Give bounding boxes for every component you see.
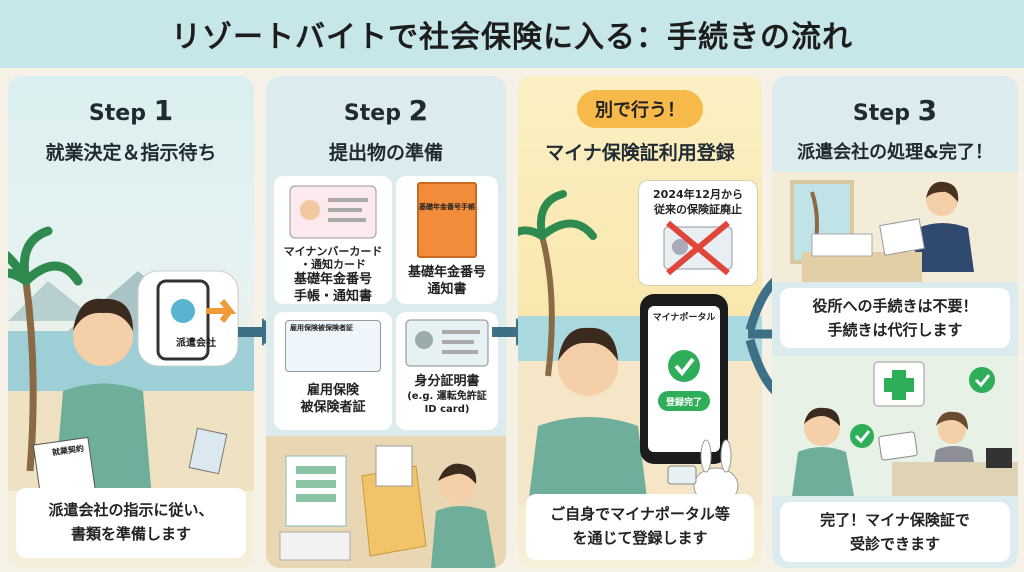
register-complete-button — [658, 391, 710, 411]
mynacard-registration-panel: 別で行う！ マイナ保険証利用登録 2024年12月から 従来の保険証廃止 マイナ… — [518, 76, 762, 568]
palm-trunk — [539, 235, 555, 377]
step1-heading: Step 1 — [8, 94, 254, 127]
step1-panel: Step 1 就業決定＆指示待ち 派遣会社 就業契約 派遣会社の — [8, 76, 254, 568]
clinic-illustration — [772, 356, 1018, 496]
register-complete-label: 登録完了 — [665, 398, 702, 408]
person-body — [528, 417, 648, 506]
item-label: 手帳・通知書 — [293, 289, 372, 304]
insurance-card-icon: 雇用保険被保険者証 — [285, 320, 381, 372]
medical-cross-icon — [884, 370, 914, 400]
step2-subtitle: 提出物の準備 — [328, 142, 443, 164]
item-label: ・通知カード — [300, 258, 366, 271]
step3-subtitle: 派遣会社の処理&完了！ — [797, 142, 993, 163]
step2-panel: Step 2 提出物の準備 マイナンバーカード ・通知カード 基礎年金番号 手帳… — [266, 76, 506, 568]
item-label: ID card) — [424, 404, 470, 415]
old-insurance-card-icon — [663, 220, 733, 276]
card-icon — [667, 465, 697, 485]
separate-task-badge: 別で行う！ — [577, 90, 703, 128]
user-icon — [171, 299, 195, 323]
patient-head — [804, 410, 840, 446]
arrow-icon — [206, 299, 237, 323]
item-label: 基礎年金番号 — [293, 272, 372, 287]
monitor-icon — [986, 448, 1012, 468]
mynumber-card-item: マイナンバーカード ・通知カード 基礎年金番号 手帳・通知書 — [274, 176, 392, 304]
step3-heading: Step 3 — [772, 94, 1018, 127]
registration-subtitle: マイナ保険証利用登録 — [545, 142, 735, 164]
cross-icon — [666, 220, 730, 276]
item-label: 被保険者証 — [300, 400, 366, 415]
item-label: 雇用保険 — [306, 383, 359, 398]
staff-body — [912, 223, 974, 272]
item-label: 基礎年金番号 — [407, 265, 486, 280]
receptionist-head — [938, 416, 966, 444]
step-word: Step — [343, 101, 401, 126]
step1-subtitle: 就業決定＆指示待ち — [45, 142, 217, 164]
desk-illustration — [266, 436, 506, 568]
caption-line: ご自身でマイナポータル等 — [550, 505, 730, 523]
desk — [802, 252, 922, 282]
card-icon — [188, 427, 228, 475]
item-label: 通知書 — [427, 282, 467, 297]
notice-line: 2024年12月から — [653, 188, 743, 201]
phone-label: 派遣会社 — [176, 338, 216, 349]
portal-header: マイナポータル — [652, 313, 716, 323]
caption-line: を通じて登録します — [572, 529, 708, 547]
step-word: Step — [88, 101, 146, 126]
step-number: 2 — [408, 94, 429, 127]
item-label: 身分証明書 — [414, 374, 480, 389]
caption-line: 書類を準備します — [70, 525, 191, 543]
patient-body — [792, 447, 854, 496]
caption-line: 派遣会社の指示に従い、 — [48, 501, 214, 519]
person-head — [558, 336, 618, 396]
office-illustration — [772, 172, 1018, 282]
check-icon — [668, 350, 700, 382]
check-icon — [850, 424, 874, 448]
step-number: 1 — [153, 94, 174, 127]
card-icon — [878, 431, 918, 461]
abolition-notice: 2024年12月から 従来の保険証廃止 — [638, 180, 758, 286]
id-document-item: 身分証明書 (e.g. 運転免許証 ID card) — [396, 312, 498, 430]
step1-caption: 派遣会社の指示に従い、 書類を準備します — [16, 488, 246, 558]
palm-leaves — [8, 226, 83, 286]
completion-notice: 完了！マイナ保険証で 受診できます — [780, 502, 1010, 562]
item-label: (e.g. 運転免許証 — [407, 391, 487, 402]
step-word: Step — [852, 101, 910, 126]
paper-stack — [811, 233, 873, 257]
title-bar: リゾートバイトで社会保険に入る：手続きの流れ — [0, 0, 1024, 68]
caption-line: 役所への手続きは不要！ — [812, 297, 978, 315]
id-card-icon — [289, 185, 377, 239]
caption-line: 手続きは代行します — [827, 321, 963, 339]
registration-caption: ご自身でマイナポータル等 を通じて登録します — [526, 494, 754, 560]
paper — [879, 218, 925, 256]
employment-insurance-item: 雇用保険被保険者証 雇用保険 被保険者証 — [274, 312, 392, 430]
step3-panel: Step 3 派遣会社の処理&完了！ 役所への手続きは不要！ 手続きは代行します — [772, 76, 1018, 568]
palm-trunk — [22, 280, 37, 472]
step2-heading: Step 2 — [266, 94, 506, 127]
palm-leaves — [518, 190, 597, 240]
caption-line: 受診できます — [849, 535, 940, 553]
step1-illustration — [8, 226, 254, 531]
pension-book-icon: 基礎年金番号手帳 — [417, 182, 477, 258]
page-title: リゾートバイトで社会保険に入る：手続きの流れ — [171, 20, 853, 55]
notice-line: 従来の保険証廃止 — [654, 203, 742, 216]
check-icon — [969, 367, 995, 393]
delegation-notice: 役所への手続きは不要！ 手続きは代行します — [780, 288, 1010, 348]
pension-book-item: 基礎年金番号手帳 基礎年金番号 通知書 — [396, 176, 498, 304]
step-number: 3 — [917, 94, 938, 127]
item-label: マイナンバーカード — [283, 245, 383, 258]
speech-bubble — [137, 270, 239, 367]
caption-line: 完了！マイナ保険証で — [820, 511, 970, 529]
license-card-icon — [405, 319, 489, 367]
